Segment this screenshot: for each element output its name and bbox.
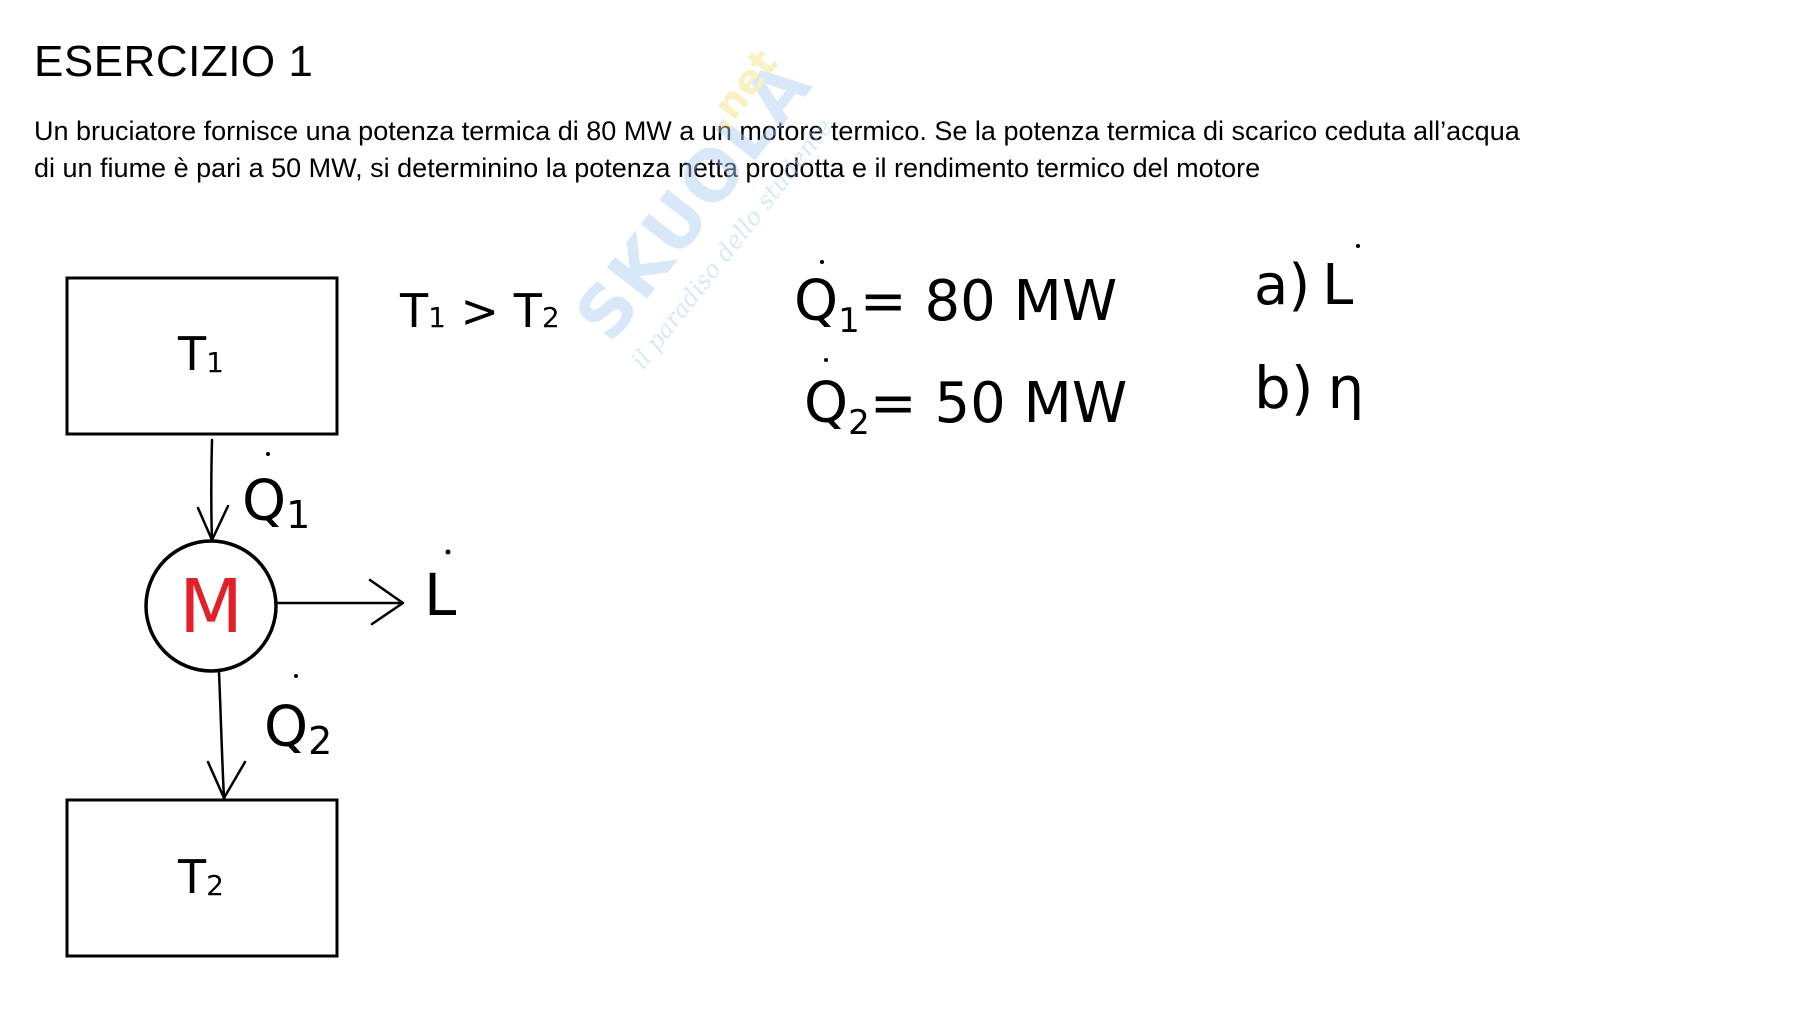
problem-line-1: Un bruciatore fornisce una potenza termi… <box>34 116 1520 146</box>
q1-dot <box>266 452 270 456</box>
cold-reservoir-label: T2 <box>177 850 224 904</box>
slide-title: ESERCIZIO 1 <box>34 37 314 86</box>
problem-statement: Un bruciatore fornisce una potenza termi… <box>34 113 1774 187</box>
problem-line-2: di un fiume è pari a 50 MW, si determini… <box>34 153 1261 183</box>
cold-reservoir-box <box>65 798 339 958</box>
work-arrow <box>276 578 405 626</box>
unknown-b: b)η <box>1254 354 1364 422</box>
q1-data-dot <box>820 260 824 264</box>
temperature-condition: T1 > T2 <box>399 284 560 338</box>
given-q2: Q2= 50 MW <box>804 371 1127 443</box>
q2-dot <box>294 674 298 678</box>
heat-out-label: Q2 <box>264 695 332 763</box>
engine-label: M <box>179 564 243 650</box>
engine-circle <box>144 539 278 673</box>
unknown-a: a)L <box>1254 253 1353 318</box>
heat-in-label: Q1 <box>242 469 310 537</box>
q2-data-dot <box>824 358 828 362</box>
given-q1: Q1= 80 MW <box>794 269 1117 341</box>
hot-reservoir-label: T1 <box>177 327 224 381</box>
unknown-a-dot <box>1356 244 1360 248</box>
work-dot <box>445 549 451 555</box>
heat-in-arrow <box>196 438 230 542</box>
work-label: L <box>424 561 456 629</box>
heat-out-arrow <box>206 670 247 800</box>
hot-reservoir-box <box>65 276 339 436</box>
